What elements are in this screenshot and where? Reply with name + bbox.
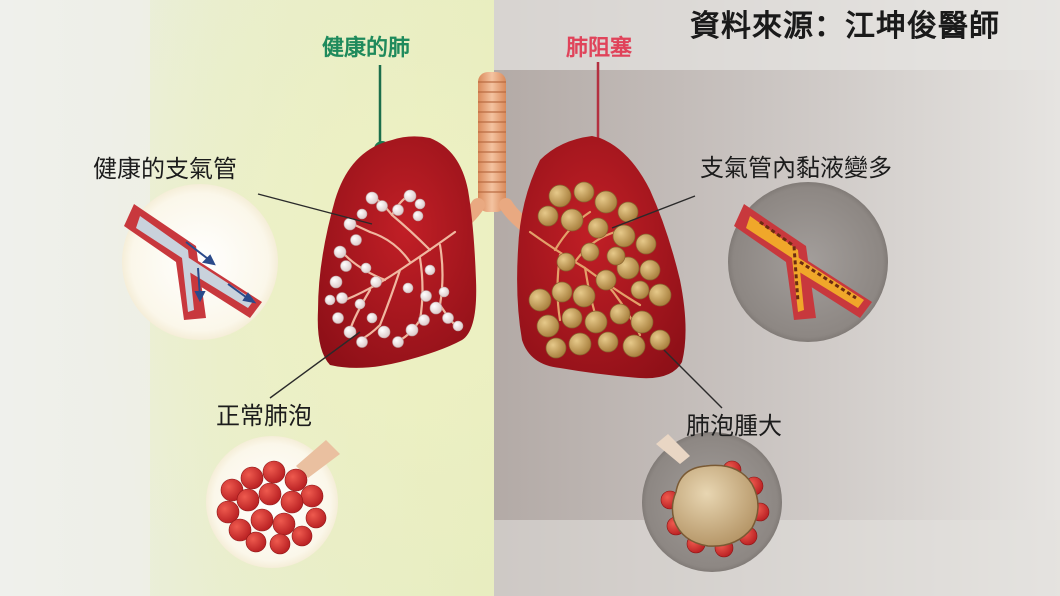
normal-alveoli-label: 正常肺泡 [216,402,312,430]
healthy-bronchus-label: 健康的支氣管 [93,155,237,183]
copd-lung [517,136,723,409]
mucus-bronchus-illustration [728,182,888,342]
normal-alveoli-illustration [206,436,340,568]
source-credit: 資料來源：江坤俊醫師 [690,9,1000,44]
healthy-lung [257,136,477,399]
healthy-bronchus-illustration [122,184,278,340]
copd-lung-title: 肺阻塞 [566,36,633,61]
healthy-lung-title: 健康的肺 [322,36,411,61]
swollen-alveoli-illustration [642,432,782,572]
swollen-alveoli-label: 肺泡腫大 [686,412,782,440]
mucus-bronchus-label: 支氣管內黏液變多 [700,154,892,182]
